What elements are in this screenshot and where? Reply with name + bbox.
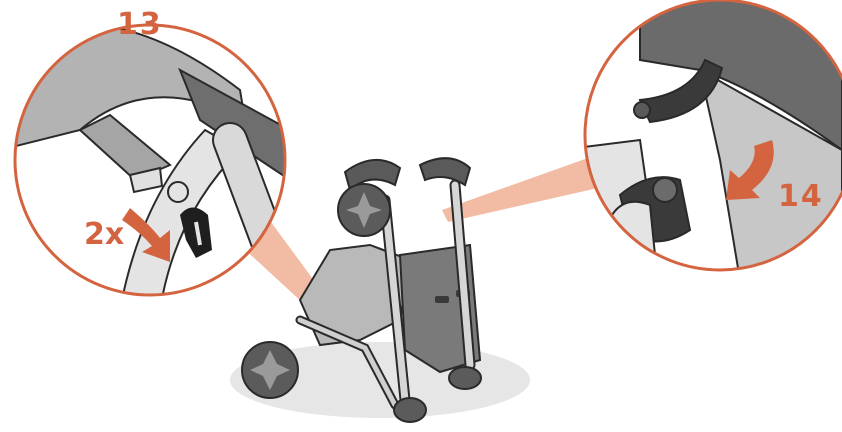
multiplier-label: 2x xyxy=(84,220,124,250)
detail-circle-right xyxy=(560,0,842,280)
step-number-13: 13 xyxy=(117,10,163,40)
detail-circle-left xyxy=(0,23,290,310)
step-number-14: 14 xyxy=(778,182,824,212)
